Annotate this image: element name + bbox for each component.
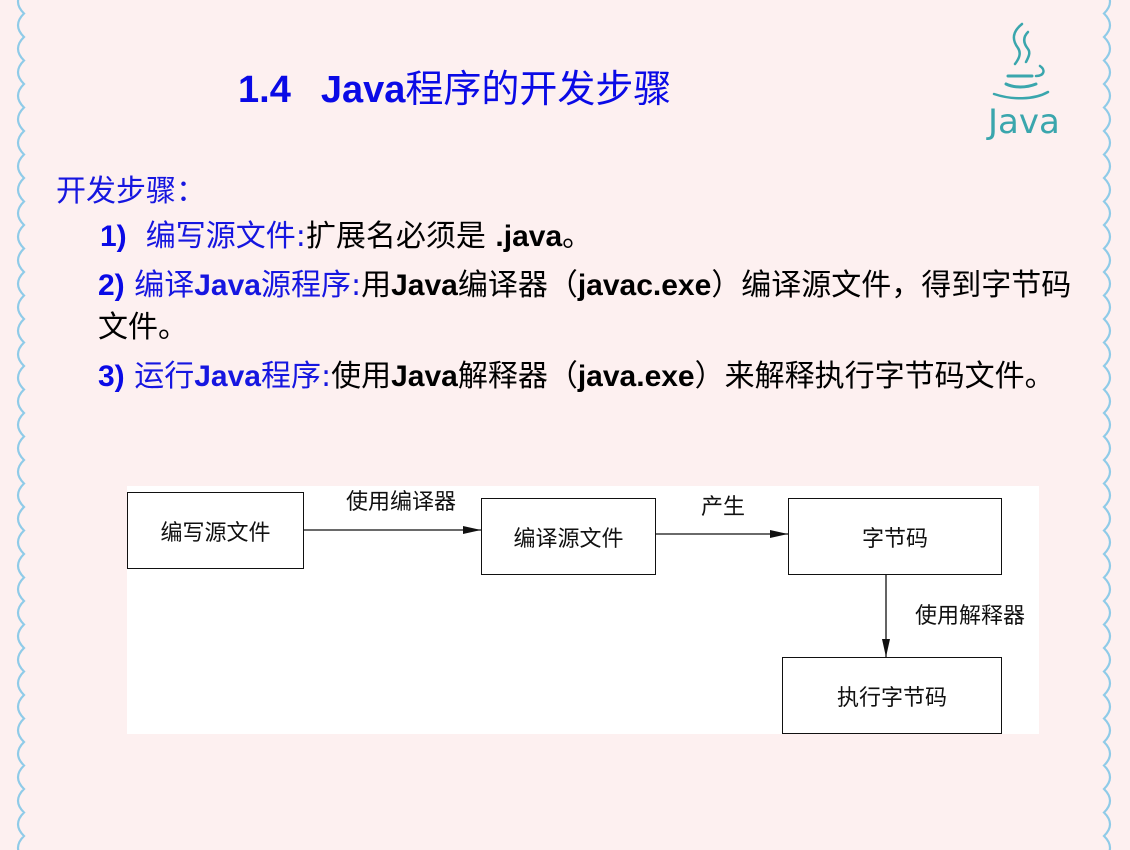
flow-diagram: 编写源文件 编译源文件 字节码 执行字节码 使用编译器 产生 使用解释器	[127, 486, 1039, 734]
step-body-end: 。	[562, 219, 593, 254]
step-heading-rest: 源程序:	[260, 268, 362, 303]
node-execute-bytecode: 执行字节码	[782, 657, 1002, 734]
step-heading: 运行	[134, 359, 195, 394]
step-1: 1) 编写源文件:扩展名必须是 .java。	[100, 216, 592, 258]
step-number: 3)	[98, 360, 125, 393]
step-3: 3) 运行Java程序:使用Java解释器（java.exe）来解释执行字节码文…	[98, 356, 1098, 398]
step-body-end: ）来解释执行字节码文件。	[694, 359, 1055, 394]
step-body: 扩展名必须是	[305, 219, 496, 254]
step-body-java: Java	[391, 269, 458, 302]
step-body-exe: javac.exe	[577, 269, 712, 302]
step-body-ext: .java	[495, 220, 563, 253]
step-body-exe: java.exe	[577, 360, 695, 393]
step-body-end: ）编译源文件，得到字节码文件。	[98, 268, 1072, 345]
scalloped-border-left	[16, 0, 26, 850]
title-java: Java	[320, 69, 406, 111]
node-bytecode: 字节码	[788, 498, 1002, 575]
step-number: 1)	[100, 220, 127, 253]
step-heading-java: Java	[194, 269, 261, 302]
step-heading-java: Java	[194, 360, 261, 393]
step-2: 2) 编译Java源程序:用Java编译器（javac.exe）编译源文件，得到…	[98, 265, 1098, 349]
step-body-mid: 解释器（	[457, 359, 578, 394]
step-body-mid: 编译器（	[457, 268, 578, 303]
node-write-source: 编写源文件	[127, 492, 304, 569]
section-heading: 开发步骤：	[56, 174, 206, 209]
step-heading: 编译	[134, 268, 195, 303]
node-compile-source: 编译源文件	[481, 498, 656, 575]
java-coffee-cup-icon	[992, 22, 1050, 100]
step-number: 2)	[98, 269, 125, 302]
step-heading: 编写源文件:	[145, 219, 306, 254]
step-body: 用	[361, 268, 392, 303]
edge-label-use-compiler: 使用编译器	[346, 490, 457, 515]
step-body-java: Java	[391, 360, 458, 393]
edge-label-use-interpreter: 使用解释器	[915, 604, 1026, 629]
title-text: 程序的开发步骤	[405, 67, 672, 111]
diagram-arrows	[304, 526, 890, 657]
title-number: 1.4	[238, 69, 291, 111]
step-heading-rest: 程序:	[260, 359, 332, 394]
java-logo-text: Java	[988, 102, 1060, 142]
edge-label-produce: 产生	[701, 495, 746, 520]
scalloped-border-right	[1102, 0, 1112, 850]
slide-title: 1.4 Java程序的开发步骤	[238, 58, 671, 113]
step-body: 使用	[331, 359, 392, 394]
